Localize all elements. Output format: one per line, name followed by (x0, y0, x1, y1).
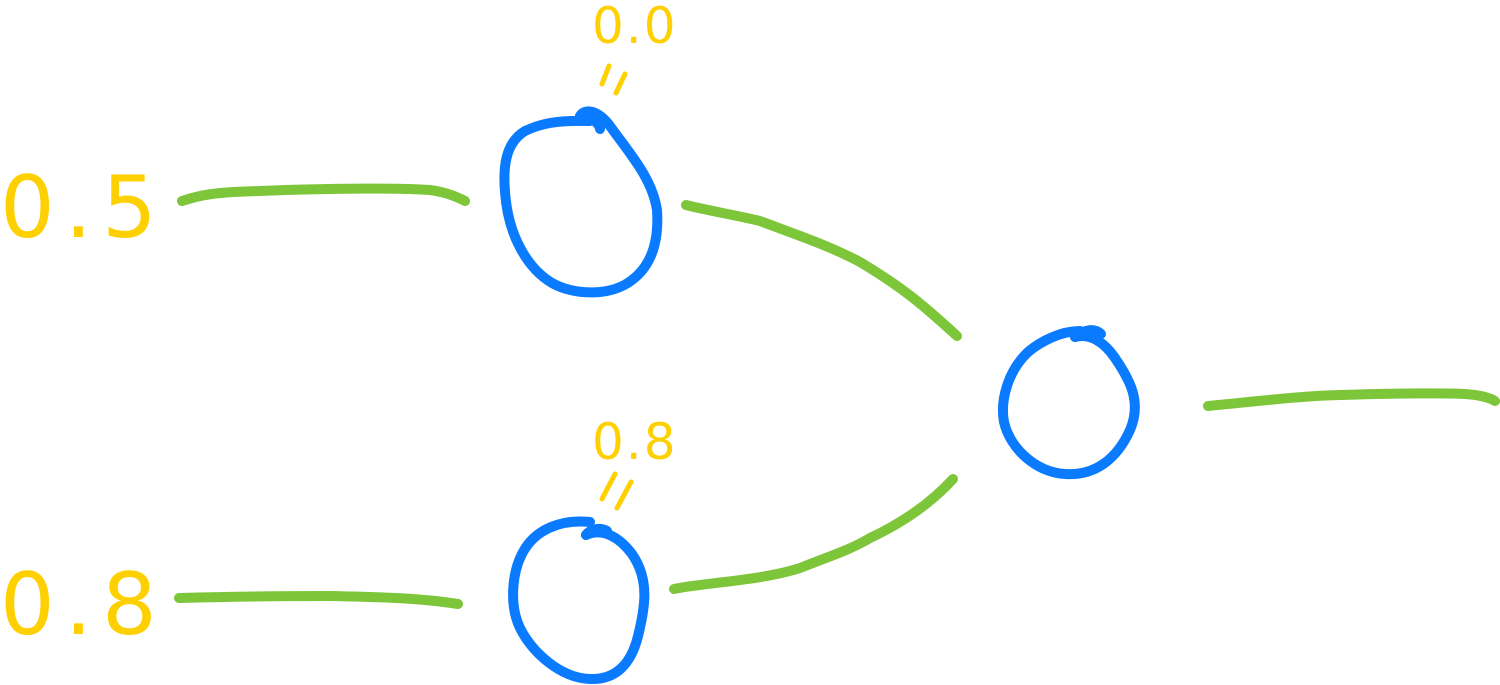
hidden-node-1-value-link (599, 63, 628, 96)
hidden-node-2-value: 0.8 (592, 413, 678, 471)
edge-hidden1-output (681, 200, 962, 341)
input-value-1: 0.5 (0, 158, 167, 258)
edge-input2-hidden2 (174, 591, 463, 609)
edge-hidden2-output (669, 474, 958, 594)
edge-input1-hidden1 (177, 183, 470, 206)
edge-output (1203, 388, 1500, 411)
hidden-node-2-value-link (599, 471, 634, 511)
hidden-node-1-value: 0.0 (592, 0, 678, 55)
hidden-node-2 (508, 516, 650, 685)
output-node (998, 325, 1140, 480)
input-value-2: 0.8 (0, 555, 167, 655)
hidden-node-1 (499, 106, 663, 298)
